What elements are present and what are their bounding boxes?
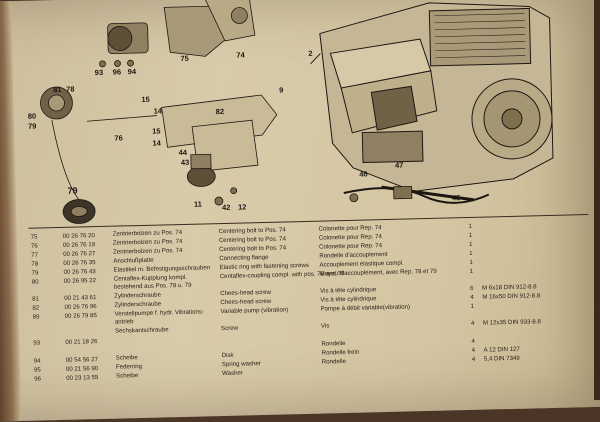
callout-2: 2 xyxy=(308,49,312,58)
callout-43: 43 xyxy=(181,158,190,167)
parts-cell-pos: 89 xyxy=(33,312,55,322)
callout-80: 80 xyxy=(28,112,37,121)
callout-75: 75 xyxy=(180,54,189,63)
callout-93: 93 xyxy=(95,68,104,77)
callout-9: 9 xyxy=(279,85,283,94)
callout-81: 81 xyxy=(53,85,62,94)
parts-cell-qty: 1 xyxy=(469,249,479,258)
parts-cell-pos: 80 xyxy=(32,277,54,287)
exploded-parts-drawing: 93 96 94 75 74 2 9 81 78 80 79 15 14 82 … xyxy=(0,0,600,242)
parts-cell-qty: 4 xyxy=(471,319,481,328)
parts-cell-qty: 4 xyxy=(470,293,480,302)
callout-79-bottom: 79 xyxy=(67,186,77,196)
callout-15-top: 15 xyxy=(141,95,150,104)
parts-cell-qty: 6 xyxy=(470,284,480,293)
parts-cell-pos xyxy=(33,329,55,330)
callout-96: 96 xyxy=(113,67,122,76)
parts-cell-qty: 1 xyxy=(470,267,480,276)
parts-cell-de: Verstellpumpe f. hydr. Vibrations-antrie… xyxy=(115,308,217,326)
callout-14-top: 14 xyxy=(154,106,163,115)
parts-cell-de: Centaflex-Kupplung kompl. bestehend aus … xyxy=(114,273,216,291)
callout-82: 82 xyxy=(216,107,225,116)
callout-47: 47 xyxy=(395,161,404,170)
callout-74: 74 xyxy=(236,50,245,59)
parts-cell-qty: 4 xyxy=(472,346,482,355)
callout-78: 78 xyxy=(66,85,75,94)
parts-cell-pos: 96 xyxy=(34,374,56,384)
parts-cell-qty: 1 xyxy=(469,258,479,267)
callout-42: 42 xyxy=(222,203,231,212)
parts-cell-pos xyxy=(33,347,55,348)
callout-94: 94 xyxy=(128,67,137,76)
parts-cell-qty: 1 xyxy=(469,231,479,240)
parts-cell-qty: 4 xyxy=(471,337,481,346)
parts-cell-de: Scheibe xyxy=(116,370,218,380)
callout-76: 76 xyxy=(114,133,123,142)
parts-cell-qty: 1 xyxy=(469,240,479,249)
callout-46: 46 xyxy=(359,169,368,178)
page-edge-shadow xyxy=(594,0,600,400)
callout-14-bottom: 14 xyxy=(152,138,161,147)
parts-cell-qty: 4 xyxy=(472,355,482,364)
parts-cell-en: Washer xyxy=(222,367,350,378)
callout-45: 45 xyxy=(452,193,461,202)
callout-12: 12 xyxy=(238,202,247,211)
callout-11: 11 xyxy=(194,199,202,208)
callout-79-top: 79 xyxy=(28,122,37,131)
callout-15-bottom: 15 xyxy=(152,126,161,135)
callout-44: 44 xyxy=(179,148,188,157)
engine-block xyxy=(309,0,554,194)
parts-cell-qty: 1 xyxy=(468,222,478,231)
parts-cell-qty: 1 xyxy=(470,302,480,311)
